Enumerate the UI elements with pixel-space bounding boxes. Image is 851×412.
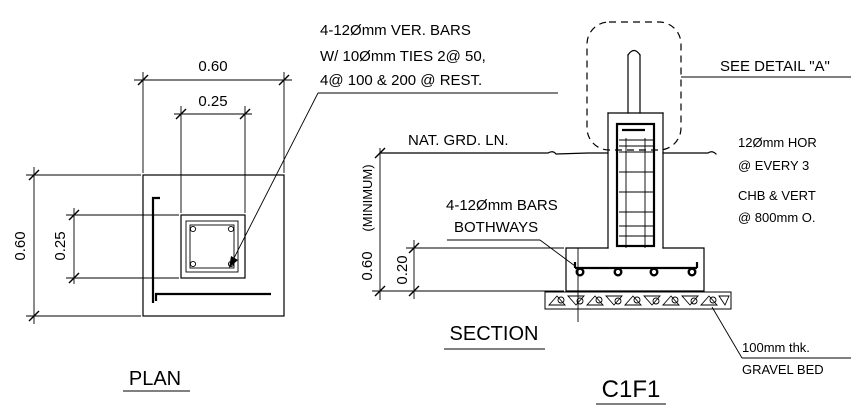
callout-vertical-bars-line2: W/ 10Ømm TIES 2@ 50, bbox=[320, 48, 486, 65]
plan-column-tie-outer bbox=[185, 220, 239, 273]
footing-bars-label-line2: BOTHWAYS bbox=[454, 219, 538, 236]
callout-vertical-bars-line1: 4-12Ømm VER. BARS bbox=[320, 22, 471, 39]
section-dim-depth-note: (MINIMUM) bbox=[360, 164, 375, 231]
plan-corner-bar bbox=[227, 225, 235, 233]
plan-title: PLAN bbox=[129, 368, 181, 390]
plan-dim-column-width: 0.25 bbox=[198, 93, 227, 110]
vertical-bars-callout: 4-12Ømm VER. BARS W/ 10Ømm TIES 2@ 50, 4… bbox=[229, 22, 558, 268]
callout-leader-line bbox=[231, 92, 319, 263]
section-footing-bar-dot bbox=[649, 267, 659, 277]
footing-bars-label-line1: 4-12Ømm BARS bbox=[446, 197, 558, 214]
plan-dim-tick bbox=[28, 169, 40, 181]
natural-grade-line bbox=[379, 151, 609, 155]
section-dim-tick bbox=[408, 285, 420, 297]
column-stub-top bbox=[627, 49, 641, 56]
natural-grade-line-right bbox=[662, 151, 717, 155]
plan-dim-tick bbox=[137, 74, 149, 86]
section-dim-tick bbox=[408, 242, 420, 254]
plan-dim-tick bbox=[239, 108, 251, 120]
section-footing-bar-dot bbox=[687, 267, 697, 277]
plan-view: 0.60 0.25 0.60 0.25 PLAN bbox=[12, 58, 292, 392]
plan-dim-tick bbox=[68, 272, 80, 284]
gravel-bed-leader bbox=[711, 306, 743, 359]
section-title: SECTION bbox=[450, 323, 539, 345]
plan-dim-tick bbox=[175, 108, 187, 120]
chb-note-line2: @ EVERY 3 bbox=[738, 158, 809, 173]
chb-note-line4: @ 800mm O. bbox=[738, 210, 816, 225]
gravel-bed bbox=[544, 291, 732, 310]
section-footing-outline bbox=[565, 247, 705, 292]
gravel-bed-label-line2: GRAVEL BED bbox=[742, 362, 824, 377]
plan-dim-tick bbox=[278, 74, 290, 86]
plan-footing-bar-vertical bbox=[151, 196, 160, 303]
section-dim-tick bbox=[374, 147, 386, 159]
plan-column-tie-inner bbox=[189, 224, 235, 269]
chb-note-line1: 12Ømm HOR bbox=[738, 135, 817, 150]
see-detail-label: SEE DETAIL "A" bbox=[720, 58, 830, 75]
plan-dim-tick bbox=[68, 209, 80, 221]
section-footing-bar-dot bbox=[613, 267, 623, 277]
gravel-pattern bbox=[547, 295, 730, 306]
footing-bars-leader bbox=[539, 239, 576, 267]
callout-leader-arrow bbox=[229, 256, 238, 268]
plan-corner-bar bbox=[189, 225, 197, 233]
plan-dim-footing-width: 0.60 bbox=[198, 58, 227, 75]
plan-dim-column-height: 0.25 bbox=[52, 231, 69, 260]
plan-footing-outline bbox=[142, 174, 285, 317]
gravel-bed-label-line1: 100mm thk. bbox=[742, 340, 810, 355]
section-view: NAT. GRD. LN. SEE DETAIL "A" 4-12Ømm BAR… bbox=[359, 21, 851, 405]
plan-column-outer bbox=[180, 214, 246, 279]
callout-vertical-bars-line3: 4@ 100 & 200 @ REST. bbox=[320, 72, 482, 89]
detail-a-bubble bbox=[586, 21, 682, 151]
chb-note-line3: CHB & VERT bbox=[738, 188, 816, 203]
section-dim-footing-thickness: 0.20 bbox=[394, 255, 411, 284]
plan-footing-bar-horizontal bbox=[154, 292, 271, 301]
plan-dim-footing-height: 0.60 bbox=[12, 231, 29, 260]
plan-corner-bar bbox=[189, 260, 197, 268]
section-label-c1f1: C1F1 bbox=[602, 376, 661, 403]
section-column-cage bbox=[615, 122, 656, 248]
natural-grade-label: NAT. GRD. LN. bbox=[408, 132, 509, 149]
section-dim-depth: 0.60 bbox=[359, 251, 376, 280]
plan-dim-tick bbox=[28, 310, 40, 322]
